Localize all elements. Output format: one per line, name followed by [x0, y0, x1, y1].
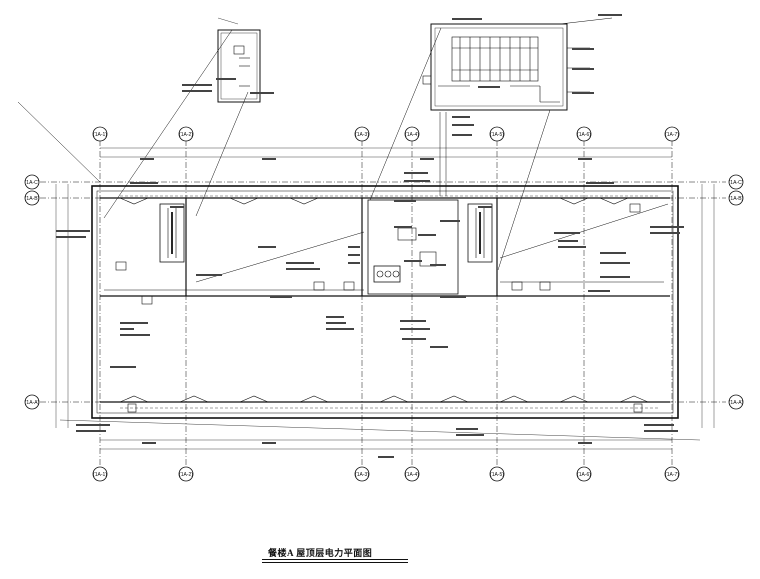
- grid-bubble-col: (1A-6): [576, 466, 592, 482]
- grid-bubble-row: (1A-B): [24, 190, 40, 206]
- grid-column-label: (1A-7): [665, 132, 679, 138]
- grid-bubble-col: (1A-2): [178, 126, 194, 142]
- grid-bubble-col: (1A-7): [664, 126, 680, 142]
- grid-row-label: (1A-B): [729, 196, 744, 202]
- grid-column-label: (1A-1): [93, 132, 107, 138]
- roof-annex-left: [217, 29, 261, 103]
- grid-column-label: (1A-2): [179, 472, 193, 478]
- grid-bubble-row: (1A-B): [728, 190, 744, 206]
- grid-bubble-col: (1A-3): [354, 126, 370, 142]
- grid-bubble-row: (1A-C): [24, 174, 40, 190]
- grid-row-label: (1A-C): [729, 180, 744, 186]
- grid-column-label: (1A-5): [490, 472, 504, 478]
- grid-bubble-col: (1A-3): [354, 466, 370, 482]
- grid-row-label: (1A-C): [25, 180, 40, 186]
- grid-bubble-col: (1A-5): [489, 126, 505, 142]
- grid-bubble-col: (1A-7): [664, 466, 680, 482]
- grid-bubble-col: (1A-5): [489, 466, 505, 482]
- grid-bubble-col: (1A-4): [404, 466, 420, 482]
- roof-annex-right: [430, 23, 568, 111]
- title-underline: [262, 559, 408, 560]
- grid-bubble-col: (1A-1): [92, 126, 108, 142]
- grid-bubble-col: (1A-6): [576, 126, 592, 142]
- grid-column-label: (1A-6): [577, 472, 591, 478]
- drawing-title: 餐楼A 屋顶层电力平面图: [268, 548, 373, 558]
- grid-column-label: (1A-2): [179, 132, 193, 138]
- grid-row-label: (1A-B): [25, 196, 40, 202]
- grid-bubble-row: (1A-C): [728, 174, 744, 190]
- grid-row-label: (1A-A): [729, 400, 744, 406]
- building-outer-wall: [91, 185, 679, 419]
- grid-column-label: (1A-1): [93, 472, 107, 478]
- stair-right: [467, 203, 493, 263]
- grid-column-label: (1A-3): [355, 472, 369, 478]
- grid-column-label: (1A-4): [405, 132, 419, 138]
- grid-bubble-col: (1A-4): [404, 126, 420, 142]
- grid-bubble-row: (1A-A): [24, 394, 40, 410]
- grid-column-label: (1A-6): [577, 132, 591, 138]
- title-underline-thin: [262, 562, 408, 563]
- grid-column-label: (1A-7): [665, 472, 679, 478]
- grid-column-label: (1A-5): [490, 132, 504, 138]
- grid-bubble-col: (1A-2): [178, 466, 194, 482]
- grid-column-label: (1A-4): [405, 472, 419, 478]
- grid-column-label: (1A-3): [355, 132, 369, 138]
- grid-row-label: (1A-A): [25, 400, 40, 406]
- grid-bubble-col: (1A-1): [92, 466, 108, 482]
- grid-bubble-row: (1A-A): [728, 394, 744, 410]
- stair-left: [159, 203, 185, 263]
